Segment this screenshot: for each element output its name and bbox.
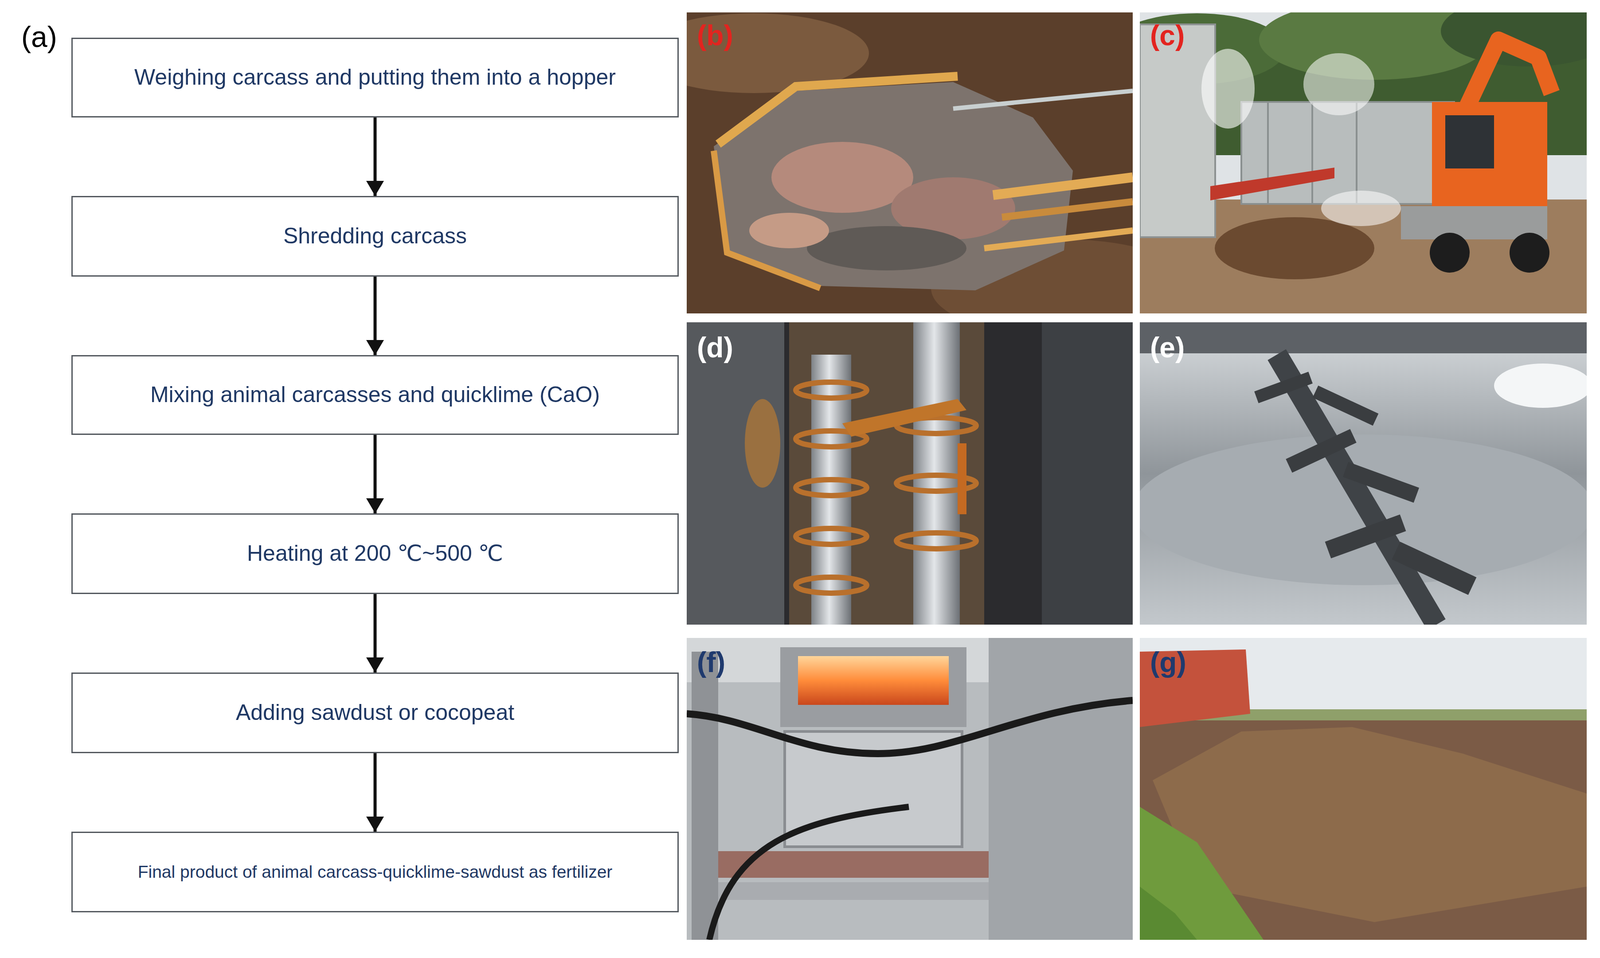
mixer-photo [1139,322,1587,625]
process-box: Adding sawdust or cocopeat [71,672,679,754]
flow-arrow [373,276,377,356]
flow-arrow [373,594,377,673]
box-label: Weighing carcass and putting them into a… [134,64,616,91]
process-box: Heating at 200 ℃~500 ℃ [71,513,679,595]
flow-arrow [373,117,377,196]
panel-letter: (f) [696,648,726,677]
box-label: Adding sawdust or cocopeat [235,700,515,726]
burial-pit-photo [686,12,1133,314]
box-label: Heating at 200 ℃~500 ℃ [246,540,504,567]
process-box: Shredding carcass [71,195,679,277]
process-box: Final product of animal carcass-quicklim… [71,831,679,913]
panel-letter: (a) [21,22,58,52]
panel-letter: (b) [696,21,734,50]
box-label: Shredding carcass [283,223,467,250]
shredder-photo [686,322,1133,625]
heater-photo [686,637,1133,940]
fertilizer-pile-photo [1139,637,1587,940]
box-label: Final product of animal carcass-quicklim… [137,862,613,883]
panel-letter: (e) [1150,333,1185,362]
flow-arrow [373,434,377,514]
flow-arrow [373,753,377,832]
box-label: Mixing animal carcasses and quicklime (C… [150,382,600,408]
process-box: Weighing carcass and putting them into a… [71,37,679,118]
panel-letter: (g) [1150,648,1187,677]
process-box: Mixing animal carcasses and quicklime (C… [71,355,679,435]
field-site-photo [1139,12,1587,314]
panel-letter: (c) [1150,21,1185,50]
panel-letter: (d) [696,333,734,362]
